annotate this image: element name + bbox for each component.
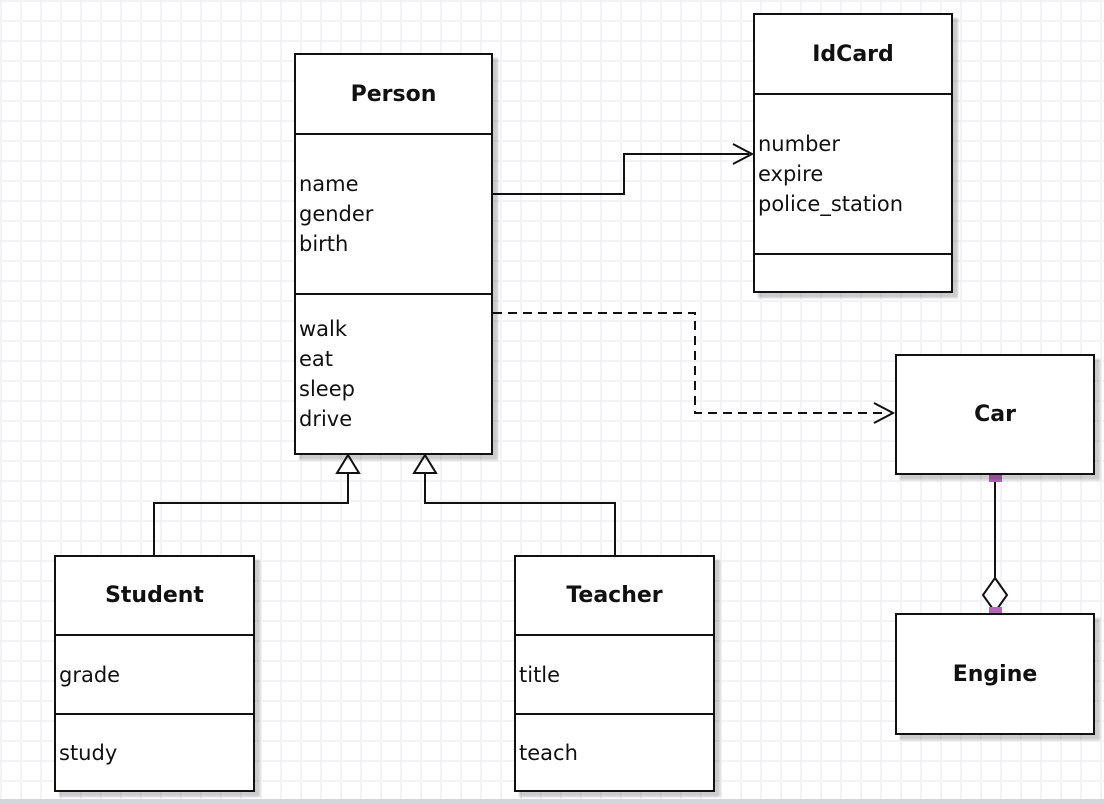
class-methods: walk eat sleep drive	[296, 293, 491, 453]
member-label: grade	[59, 662, 121, 687]
member-label: eat	[299, 347, 334, 371]
member-label: walk	[299, 317, 348, 341]
member-label: police_station	[758, 192, 904, 216]
open-arrowhead-icon	[873, 402, 896, 424]
edge-teacher-person[interactable]	[412, 453, 616, 555]
inheritance-triangle-icon	[335, 453, 361, 474]
member-label: title	[519, 662, 561, 687]
class-node-engine[interactable]: Engine	[895, 613, 1095, 735]
edge-person-car[interactable]	[493, 312, 896, 424]
class-node-car[interactable]: Car	[895, 354, 1095, 475]
class-methods: study	[56, 713, 253, 790]
class-title: Student	[105, 583, 204, 608]
class-attributes: title	[516, 634, 713, 713]
class-title: Engine	[952, 661, 1038, 687]
class-attributes: grade	[56, 634, 253, 713]
window-bottom-edge	[0, 799, 1104, 804]
class-title: Person	[350, 81, 437, 107]
class-methods: teach	[516, 713, 713, 790]
edge-student-person[interactable]	[153, 453, 361, 555]
class-title: IdCard	[812, 41, 894, 67]
open-arrowhead-icon	[732, 143, 755, 165]
member-label: sleep	[299, 377, 355, 401]
aggregation-diamond-icon	[981, 576, 1009, 614]
member-label: name	[299, 172, 359, 196]
class-attributes: name gender birth	[296, 133, 491, 293]
member-label: gender	[299, 202, 374, 226]
class-node-teacher[interactable]: Teacher title teach	[514, 555, 715, 792]
class-attributes: number expire police_station	[755, 93, 951, 253]
inheritance-triangle-icon	[412, 453, 438, 474]
member-label: number	[758, 132, 840, 156]
member-label: study	[59, 740, 118, 765]
class-title: Car	[974, 402, 1016, 427]
class-node-idcard[interactable]: IdCard number expire police_station	[753, 13, 953, 293]
member-label: birth	[299, 232, 349, 256]
edge-person-idcard[interactable]	[493, 143, 755, 195]
class-methods	[755, 253, 951, 291]
member-label: drive	[299, 407, 353, 431]
edge-car-engine[interactable]	[981, 469, 1009, 620]
class-title: Teacher	[566, 583, 663, 608]
class-node-student[interactable]: Student grade study	[54, 555, 255, 792]
class-node-person[interactable]: Person name gender birth walk eat sleep drive	[294, 53, 493, 455]
member-label: expire	[758, 162, 824, 186]
member-label: teach	[519, 740, 578, 765]
